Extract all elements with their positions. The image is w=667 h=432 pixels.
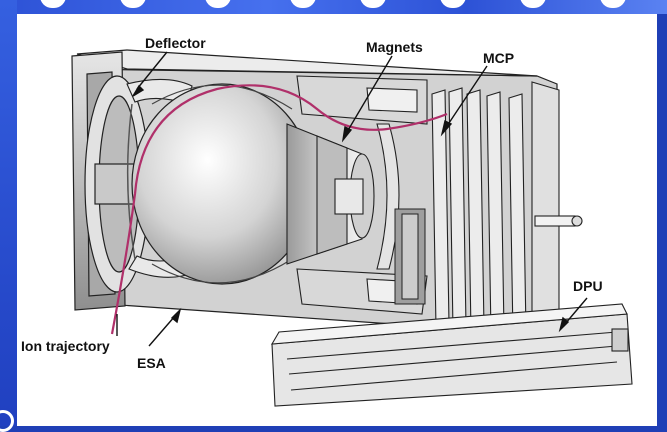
label-magnets: Magnets xyxy=(366,39,423,55)
label-deflector: Deflector xyxy=(145,35,206,51)
top-banner-strip xyxy=(0,0,667,14)
banner-shape xyxy=(290,0,316,8)
left-border-strip xyxy=(0,0,17,426)
label-dpu: DPU xyxy=(573,278,603,294)
label-esa: ESA xyxy=(137,355,166,371)
banner-shape xyxy=(440,0,466,8)
leader-lines xyxy=(116,51,588,347)
banner-shape xyxy=(520,0,546,8)
ion-trajectory-path xyxy=(110,84,448,335)
banner-shape xyxy=(360,0,386,8)
detector-block xyxy=(394,208,426,305)
label-mcp: MCP xyxy=(483,50,515,66)
banner-shape xyxy=(205,0,231,8)
cone-lens xyxy=(286,123,375,265)
mcp-plates xyxy=(431,87,527,337)
right-end-plate xyxy=(531,81,583,338)
banner-shape xyxy=(120,0,146,8)
diagram-panel: Deflector Magnets MCP DPU Ion trajectory… xyxy=(17,14,657,426)
banner-shape xyxy=(600,0,626,8)
dpu-box xyxy=(270,303,633,407)
banner-shape xyxy=(40,0,66,8)
instrument-cutaway-diagram xyxy=(71,49,633,407)
esa-sphere xyxy=(131,83,313,285)
label-ion-trajectory: Ion trajectory xyxy=(21,338,110,354)
